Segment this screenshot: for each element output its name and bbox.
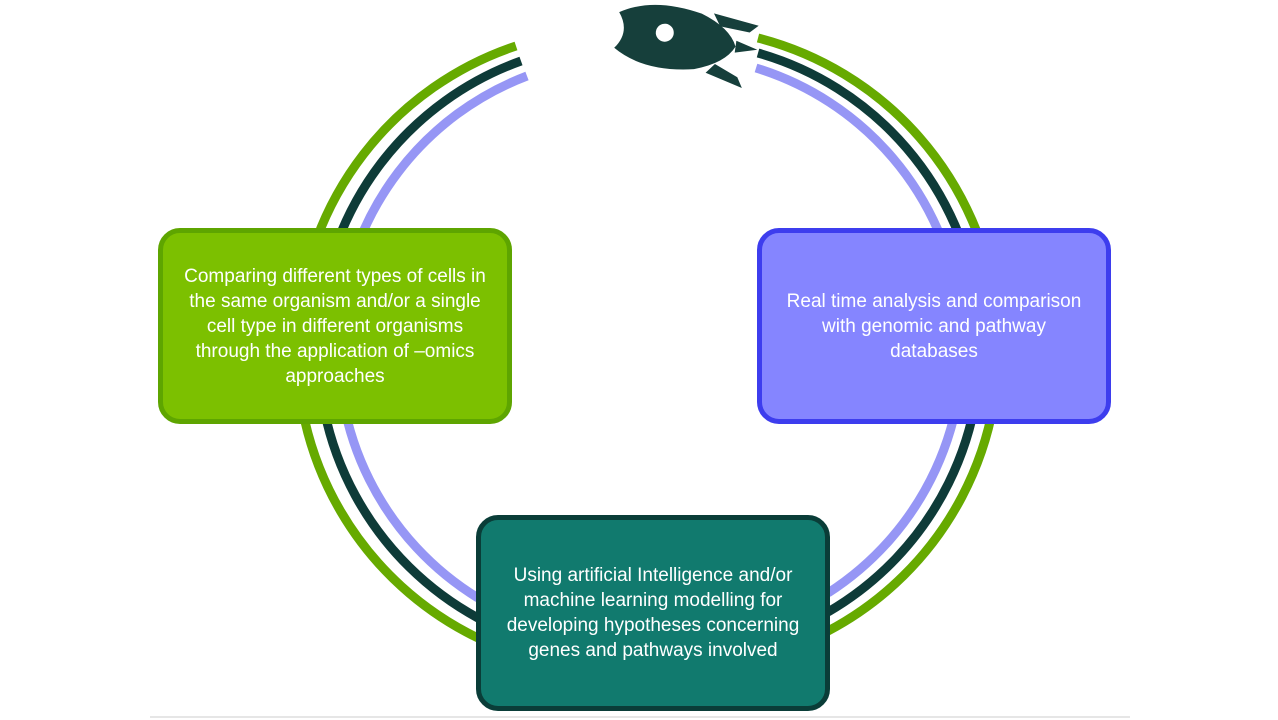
ai-modelling-text: Using artificial Intelligence and/or mac… bbox=[506, 565, 800, 661]
database-analysis-box: Real time analysis and comparison with g… bbox=[757, 228, 1111, 424]
omics-comparison-box: Comparing different types of cells in th… bbox=[158, 228, 512, 424]
rocket-bottom-fin bbox=[705, 63, 742, 88]
rocket-exhaust-fin bbox=[734, 40, 758, 53]
database-analysis-text: Real time analysis and comparison with g… bbox=[786, 290, 1082, 362]
rocket-icon bbox=[614, 4, 759, 88]
rocket-window bbox=[655, 23, 674, 42]
ai-modelling-box: Using artificial Intelligence and/or mac… bbox=[476, 515, 830, 711]
divider bbox=[150, 716, 1130, 718]
rocket-top-fin bbox=[713, 13, 759, 33]
omics-comparison-text: Comparing different types of cells in th… bbox=[184, 265, 486, 387]
rocket-body bbox=[614, 4, 736, 70]
